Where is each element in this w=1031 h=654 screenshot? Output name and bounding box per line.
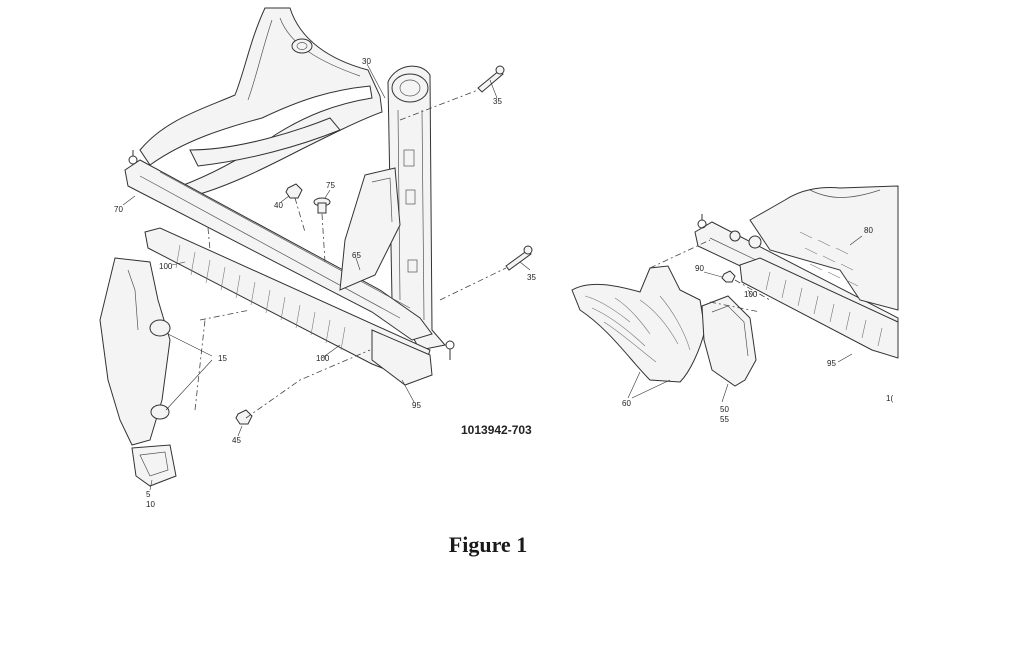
callout-90: 90 bbox=[695, 264, 704, 273]
bracket-plate-80 bbox=[749, 185, 899, 311]
nut-40 bbox=[285, 183, 303, 199]
callout-70: 70 bbox=[114, 205, 123, 214]
callout-1x: 1( bbox=[886, 394, 893, 403]
drawing-part-number: 1013942-703 bbox=[461, 423, 532, 437]
callout-50: 50 bbox=[720, 405, 729, 414]
callout-100-mid: 100 bbox=[316, 354, 330, 363]
callout-65: 65 bbox=[352, 251, 361, 260]
figure-caption: Figure 1 bbox=[448, 532, 528, 557]
bolt-35-upper bbox=[477, 65, 505, 93]
right-slotted-step bbox=[739, 257, 899, 359]
fastener-75 bbox=[313, 197, 331, 214]
callout-15: 15 bbox=[218, 354, 227, 363]
frame-arm bbox=[139, 7, 383, 201]
bolt-35-lower bbox=[505, 245, 533, 271]
callout-45: 45 bbox=[232, 436, 241, 445]
end-cap bbox=[131, 444, 177, 487]
left-assembly bbox=[99, 7, 533, 491]
callout-95-right: 95 bbox=[827, 359, 836, 368]
callout-5: 5 bbox=[146, 490, 151, 499]
upright-post bbox=[387, 65, 446, 351]
callout-100-left: 100 bbox=[159, 262, 173, 271]
callout-30: 30 bbox=[362, 57, 371, 66]
cap-50 bbox=[701, 295, 757, 387]
callout-100-right: 100 bbox=[744, 290, 758, 299]
cover-60 bbox=[571, 265, 706, 383]
callout-80: 80 bbox=[864, 226, 873, 235]
callout-55: 55 bbox=[720, 415, 729, 424]
callout-35-lower: 35 bbox=[527, 273, 536, 282]
nut-45 bbox=[235, 409, 253, 425]
callout-10: 10 bbox=[146, 500, 155, 509]
right-assembly bbox=[571, 185, 899, 403]
callout-95-left: 95 bbox=[412, 401, 421, 410]
panel-65 bbox=[339, 167, 401, 291]
callout-35-upper: 35 bbox=[493, 97, 502, 106]
lower-rail bbox=[124, 159, 433, 341]
callout-75: 75 bbox=[326, 181, 335, 190]
callout-60: 60 bbox=[622, 399, 631, 408]
nut-90 bbox=[721, 270, 736, 283]
callout-40: 40 bbox=[274, 201, 283, 210]
side-cover bbox=[99, 257, 171, 446]
